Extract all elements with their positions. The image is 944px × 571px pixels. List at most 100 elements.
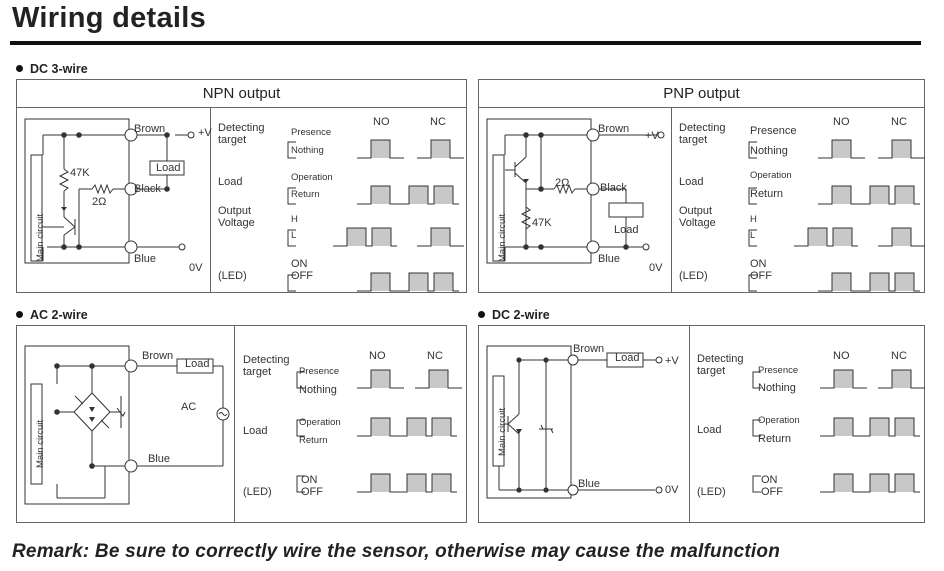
dc2-timing-chart bbox=[752, 369, 925, 493]
nc-waveform bbox=[878, 139, 925, 159]
nc-waveform bbox=[878, 369, 925, 389]
no-waveform bbox=[357, 139, 404, 159]
no-pulse bbox=[371, 474, 390, 492]
npn-operation-label: Operation bbox=[291, 172, 333, 183]
no-waveform bbox=[820, 369, 867, 389]
dc2-nothing-label: Nothing bbox=[758, 382, 796, 394]
no-pulse bbox=[371, 273, 390, 291]
npn-no-header: NO bbox=[373, 116, 390, 128]
ac2-led-label: (LED) bbox=[243, 486, 272, 498]
row-bracket bbox=[748, 274, 757, 292]
no-pulse bbox=[372, 228, 391, 246]
npn-load-label: Load bbox=[156, 162, 181, 174]
dc2-circuit-diagram bbox=[486, 345, 663, 499]
pnp-nothing-label: Nothing bbox=[750, 145, 788, 157]
pnp-return-label: Return bbox=[750, 188, 784, 200]
bullet-icon bbox=[16, 65, 23, 72]
no-waveform bbox=[818, 139, 865, 159]
no-waveform bbox=[357, 473, 404, 493]
dc2-no-header: NO bbox=[833, 350, 850, 362]
nc-waveform bbox=[856, 473, 920, 493]
npn-blue-label: Blue bbox=[134, 253, 157, 265]
no-waveform bbox=[357, 272, 404, 292]
npn-47k-label: 47K bbox=[70, 167, 90, 179]
npn-circuit-diagram bbox=[24, 118, 195, 264]
pnp-led-label: (LED) bbox=[679, 270, 708, 282]
npn-on-label: ON bbox=[291, 258, 308, 270]
nc-pulse bbox=[892, 140, 911, 158]
nc-pulse bbox=[431, 228, 450, 246]
pnp-47k-label: 47K bbox=[532, 217, 552, 229]
ac2-on-label: ON bbox=[301, 474, 318, 486]
dc2-brown-label: Brown bbox=[573, 343, 605, 355]
npn-0v-label: 0V bbox=[189, 262, 203, 274]
dc2-panel: Brown Load +V Blue 0V Main circuit NO NC… bbox=[478, 325, 925, 523]
pnp-2ohm-label: 2Ω bbox=[555, 177, 570, 189]
section-ac2-heading: AC 2-wire bbox=[16, 308, 88, 322]
npn-off-label: OFF bbox=[291, 270, 313, 282]
dc2-operation-label: Operation bbox=[758, 415, 800, 426]
pnp-brown-label: Brown bbox=[598, 123, 630, 135]
no-waveform bbox=[820, 417, 867, 437]
nc-waveform bbox=[395, 185, 459, 205]
ac2-load-label: Load bbox=[185, 358, 210, 370]
ac2-no-header: NO bbox=[369, 350, 386, 362]
row-bracket bbox=[748, 229, 757, 247]
bullet-icon bbox=[478, 311, 485, 318]
pnp-main-circuit-label: Main circuit bbox=[497, 213, 508, 262]
ac2-load-row-label: Load bbox=[243, 425, 268, 437]
nc-pulse bbox=[431, 140, 450, 158]
dc2-blue-label: Blue bbox=[578, 478, 601, 490]
nc-pulse bbox=[870, 186, 889, 204]
pnp-plus-v-label: +V bbox=[645, 130, 659, 142]
nc-waveform bbox=[395, 272, 459, 292]
row-bracket bbox=[287, 229, 296, 247]
no-pulse bbox=[834, 474, 853, 492]
nc-waveform bbox=[393, 417, 457, 437]
nc-pulse bbox=[895, 273, 914, 291]
npn-presence-label: Presence bbox=[291, 127, 332, 138]
section-dc3-heading: DC 3-wire bbox=[16, 62, 88, 76]
ac2-presence-label: Presence bbox=[299, 366, 340, 377]
nc-pulse bbox=[429, 370, 448, 388]
no-waveform bbox=[357, 369, 404, 389]
nc-waveform bbox=[393, 473, 457, 493]
row-bracket bbox=[752, 419, 761, 437]
no-pulse bbox=[832, 140, 851, 158]
no-waveform bbox=[818, 272, 865, 292]
no-pulse bbox=[371, 140, 390, 158]
nc-waveform bbox=[417, 227, 464, 247]
nc-pulse bbox=[870, 273, 889, 291]
pnp-blue-label: Blue bbox=[598, 253, 621, 265]
row-bracket bbox=[296, 475, 305, 493]
row-bracket bbox=[296, 419, 305, 437]
dc2-load-label: Load bbox=[615, 352, 640, 364]
panel-divider bbox=[210, 107, 211, 292]
nc-pulse bbox=[409, 273, 428, 291]
nc-pulse bbox=[892, 370, 911, 388]
section-dc2-label: DC 2-wire bbox=[492, 308, 550, 322]
pnp-black-label: Black bbox=[600, 182, 627, 194]
row-bracket bbox=[296, 371, 305, 389]
dc2-nc-header: NC bbox=[891, 350, 907, 362]
ac2-panel: Brown Load AC Blue Main circuit NO NC De… bbox=[16, 325, 467, 523]
dc2-presence-label: Presence bbox=[758, 365, 799, 376]
no-pulse bbox=[832, 273, 851, 291]
no-waveform bbox=[357, 185, 404, 205]
nc-pulse bbox=[409, 186, 428, 204]
ac2-circuit-diagram bbox=[24, 345, 230, 505]
row-bracket bbox=[752, 475, 761, 493]
nc-pulse bbox=[434, 273, 453, 291]
pnp-off-label: OFF bbox=[750, 270, 772, 282]
dc2-return-label: Return bbox=[758, 433, 792, 445]
no-pulse bbox=[371, 418, 390, 436]
row-bracket bbox=[752, 371, 761, 389]
nc-pulse bbox=[895, 418, 914, 436]
no-waveform bbox=[333, 227, 397, 247]
pnp-0v-label: 0V bbox=[649, 262, 663, 274]
no-pulse bbox=[808, 228, 827, 246]
